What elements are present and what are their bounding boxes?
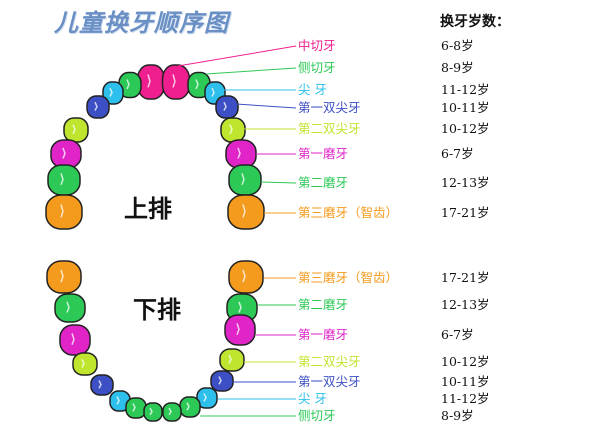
upper-tooth-premolar2 [63, 117, 89, 143]
lower-tooth-highlight [203, 393, 207, 402]
upper-tooth-highlight [211, 87, 215, 97]
lower-tooth-lateral [143, 402, 163, 422]
lower-tooth-age: 10-11岁 [441, 374, 490, 389]
upper-tooth-molar3 [227, 194, 265, 230]
upper-tooth-age: 10-11岁 [441, 100, 490, 115]
upper-tooth-age: 6-8岁 [441, 38, 474, 53]
upper-tooth-molar2 [228, 164, 262, 196]
upper-tooth-premolar1 [86, 95, 110, 119]
lower-tooth-highlight [168, 407, 172, 416]
upper-tooth-age: 6-7岁 [441, 146, 474, 161]
upper-tooth-canine [102, 81, 124, 105]
upper-tooth-molar3 [45, 194, 83, 230]
upper-tooth-molar2 [47, 164, 81, 196]
upper-tooth-age: 17-21岁 [441, 205, 490, 220]
lower-tooth-premolar2 [219, 348, 245, 372]
upper-tooth-name: 第三磨牙（智齿） [298, 205, 399, 220]
lower-tooth-lateral [125, 397, 147, 419]
lower-tooth-molar1 [224, 314, 256, 346]
upper-tooth-highlight [72, 124, 76, 135]
lower-arch [46, 260, 264, 422]
upper-leader-line [205, 67, 297, 75]
lower-tooth-premolar1 [210, 370, 234, 392]
lower-tooth-molar2 [54, 293, 86, 323]
upper-tooth-premolar2 [220, 117, 246, 143]
lower-tooth-highlight [60, 269, 64, 283]
upper-tooth-highlight [109, 87, 113, 97]
lower-tooth-name: 第二双尖牙 [298, 354, 361, 369]
lower-tooth-age: 11-12岁 [441, 391, 490, 406]
upper-tooth-age: 10-12岁 [441, 121, 490, 136]
upper-tooth-highlight [60, 204, 64, 218]
upper-tooth-age: 12-13岁 [441, 175, 490, 190]
upper-tooth-highlight [237, 147, 241, 159]
lower-tooth-highlight [236, 323, 240, 336]
lower-jaw-label: 下排 [133, 296, 181, 324]
lower-tooth-age: 12-13岁 [441, 297, 490, 312]
upper-tooth-highlight [126, 79, 130, 90]
lower-tooth-molar3 [46, 260, 82, 294]
upper-tooth-highlight [60, 173, 64, 186]
age-column-header: 换牙岁数： [440, 14, 510, 30]
diagram-title: 儿童换牙顺序图 [54, 9, 229, 37]
leader-lines [177, 45, 297, 417]
lower-tooth-molar1 [59, 324, 91, 356]
lower-tooth-highlight [218, 376, 222, 385]
upper-tooth-highlight [229, 124, 233, 135]
lower-tooth-highlight [66, 301, 70, 313]
upper-tooth-name: 第一双尖牙 [298, 100, 361, 115]
lower-tooth-highlight [228, 354, 232, 364]
lower-tooth-premolar2 [72, 352, 98, 376]
upper-tooth-highlight [94, 101, 98, 111]
lower-tooth-highlight [81, 358, 85, 368]
upper-tooth-name: 第二双尖牙 [298, 121, 361, 136]
lower-tooth-highlight [149, 407, 153, 416]
lower-tooth-highlight [242, 269, 246, 283]
upper-tooth-age: 11-12岁 [441, 82, 490, 97]
lower-tooth-age: 10-12岁 [441, 354, 490, 369]
lower-tooth-name: 第一双尖牙 [298, 374, 361, 389]
lower-tooth-highlight [116, 396, 120, 405]
upper-tooth-premolar1 [215, 95, 239, 119]
lower-tooth-age: 8-9岁 [441, 408, 474, 423]
lower-tooth-highlight [186, 402, 190, 411]
lower-tooth-name: 第三磨牙（智齿） [298, 270, 399, 285]
upper-tooth-name: 侧切牙 [298, 60, 336, 75]
upper-tooth-highlight [195, 79, 199, 90]
upper-leader-line [177, 45, 297, 67]
upper-arch [45, 64, 265, 230]
upper-tooth-name: 第二磨牙 [298, 175, 349, 190]
upper-tooth-highlight [241, 173, 245, 186]
upper-tooth-name: 中切牙 [298, 38, 336, 53]
upper-leader-line [235, 103, 297, 109]
lower-tooth-lateral [179, 396, 201, 418]
upper-tooth-highlight [172, 74, 176, 88]
lower-tooth-highlight [238, 301, 242, 313]
lower-tooth-name: 侧切牙 [298, 408, 336, 423]
lower-tooth-lateral [162, 402, 182, 422]
upper-tooth-central [161, 64, 191, 100]
upper-tooth-molar1 [50, 139, 82, 169]
upper-tooth-name: 尖 牙 [298, 82, 327, 97]
lower-tooth-highlight [71, 333, 75, 346]
upper-tooth-name: 第一磨牙 [298, 146, 349, 161]
lower-tooth-name: 第二磨牙 [298, 297, 349, 312]
upper-leader-line [260, 181, 297, 184]
upper-tooth-highlight [62, 147, 66, 159]
lower-tooth-name: 第一磨牙 [298, 327, 349, 342]
lower-tooth-highlight [98, 380, 102, 389]
lower-tooth-molar3 [228, 260, 264, 294]
upper-tooth-highlight [242, 204, 246, 218]
lower-tooth-premolar1 [90, 374, 114, 396]
upper-tooth-molar1 [225, 139, 257, 169]
lower-tooth-age: 6-7岁 [441, 327, 474, 342]
upper-tooth-highlight [147, 74, 151, 88]
upper-tooth-highlight [223, 101, 227, 111]
lower-tooth-age: 17-21岁 [441, 270, 490, 285]
lower-tooth-name: 尖 牙 [298, 391, 327, 406]
lower-tooth-highlight [132, 403, 136, 412]
upper-tooth-age: 8-9岁 [441, 60, 474, 75]
upper-jaw-label: 上排 [124, 195, 172, 223]
